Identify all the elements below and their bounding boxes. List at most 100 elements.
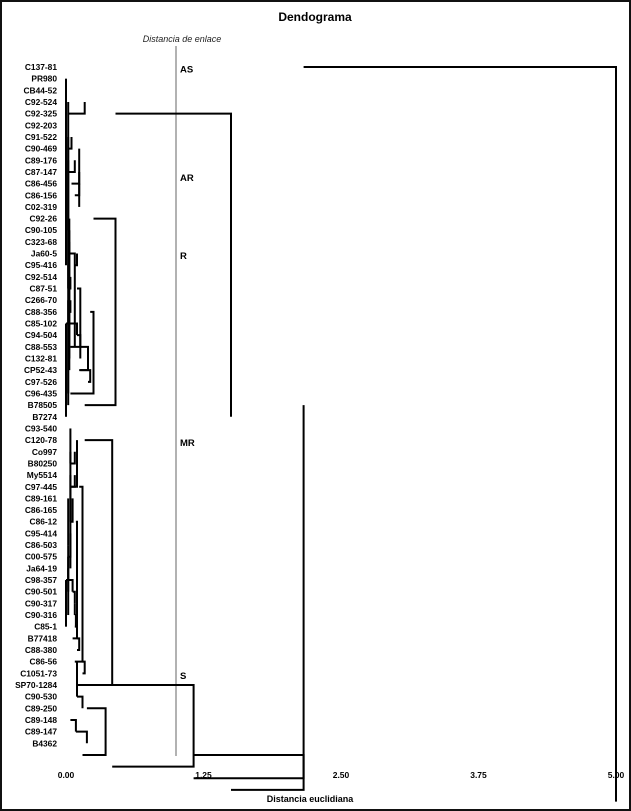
leaf-label: B77418	[28, 633, 58, 643]
group-label: MR	[180, 438, 195, 449]
dendrogram-link-7	[68, 136, 73, 150]
x-tick-label: 5.00	[608, 770, 625, 780]
dendrogram-link-58	[75, 730, 88, 744]
dendrogram-link-53	[77, 439, 114, 686]
dendrogram-link-46	[72, 590, 76, 604]
leaf-label: CP52-43	[24, 365, 57, 375]
leaf-label: C90-316	[25, 610, 57, 620]
dendrogram-link-28	[70, 310, 95, 395]
leaf-label: C87-51	[30, 284, 58, 294]
leaf-labels: C137-81PR980CB44-52C92-524C92-325C92-203…	[15, 62, 57, 748]
dendrogram-link-21	[68, 300, 72, 313]
leaf-label: C91-522	[25, 132, 57, 142]
leaf-label: C97-445	[25, 482, 57, 492]
dendrogram-link-50	[77, 637, 81, 651]
leaf-label: C88-356	[25, 307, 57, 317]
leaf-label: C93-540	[25, 423, 57, 433]
reference-line-label: Distancia de enlace	[143, 34, 222, 44]
leaf-label: C89-250	[25, 703, 57, 713]
leaf-label: Ja60-5	[31, 249, 57, 259]
dendrogram-link-55	[77, 695, 84, 709]
leaf-label: C92-524	[25, 97, 57, 107]
dendrogram-link-52	[82, 660, 86, 675]
leaf-label: B7274	[32, 412, 57, 422]
group-label: S	[180, 671, 186, 682]
leaf-label: C86-12	[30, 517, 58, 527]
leaf-label: C88-553	[25, 342, 57, 352]
dendrogram-link-4	[68, 101, 86, 115]
leaf-label: C86-456	[25, 179, 57, 189]
dendrogram-link-26	[80, 345, 89, 372]
chart-title: Dendograma	[278, 10, 352, 24]
leaf-label: C02-319	[25, 202, 57, 212]
leaf-label: SP70-1284	[15, 680, 57, 690]
dendrogram-link-63	[303, 66, 617, 802]
leaf-label: C89-161	[25, 493, 57, 503]
leaf-label: C90-317	[25, 598, 57, 608]
leaf-label: C89-147	[25, 727, 57, 737]
leaf-label: PR980	[31, 74, 57, 84]
leaf-label: C92-325	[25, 109, 57, 119]
leaf-label: C87-147	[25, 167, 57, 177]
leaf-label: CB44-52	[23, 85, 57, 95]
leaf-label: C86-503	[25, 540, 57, 550]
leaf-label: C97-526	[25, 377, 57, 387]
dendrogram-link-27	[79, 369, 92, 383]
link-layer	[65, 66, 617, 802]
leaf-label: C120-78	[25, 435, 57, 445]
leaf-label: C86-156	[25, 190, 57, 200]
group-label: AR	[180, 173, 194, 184]
leaf-label: C00-575	[25, 552, 57, 562]
leaf-label: C137-81	[25, 62, 57, 72]
dendrogram-link-59	[82, 707, 107, 756]
x-tick-label: 3.75	[470, 770, 487, 780]
dendrogram-link-30	[115, 112, 232, 417]
leaf-label: C90-530	[25, 692, 57, 702]
leaf-label: C323-68	[25, 237, 57, 247]
leaf-label: C1051-73	[20, 668, 57, 678]
dendrogram-link-48	[74, 614, 77, 628]
dendrogram-link-24	[70, 287, 82, 348]
dendrogram-link-16	[69, 252, 76, 347]
leaf-label: C95-416	[25, 260, 57, 270]
dendrogram-link-34	[70, 451, 76, 465]
leaf-label: C94-504	[25, 330, 57, 340]
leaf-label: C85-102	[25, 319, 57, 329]
dendrogram-link-39	[70, 498, 74, 523]
dendrogram-link-62	[231, 405, 305, 791]
dendrogram-link-36	[70, 475, 76, 488]
dendrogram-link-45	[66, 579, 74, 592]
leaf-label: C89-148	[25, 715, 57, 725]
leaf-label: Co997	[32, 447, 57, 457]
leaf-label: B78505	[28, 400, 58, 410]
leaf-label: C92-514	[25, 272, 57, 282]
leaf-label: C90-501	[25, 587, 57, 597]
group-label: AS	[180, 65, 193, 76]
x-tick-label: 2.50	[333, 770, 350, 780]
x-axis-label: Distancia euclidiana	[267, 794, 355, 804]
group-labels: AS AR R MR S	[180, 65, 195, 682]
group-label: R	[180, 251, 187, 262]
leaf-label: B4362	[32, 738, 57, 748]
leaf-label: C92-26	[30, 214, 58, 224]
dendrogram-link-57	[70, 718, 77, 732]
leaf-label: C89-176	[25, 155, 57, 165]
leaf-label: C86-56	[30, 657, 58, 667]
leaf-label: My5514	[27, 470, 58, 480]
leaf-label: C90-469	[25, 144, 57, 154]
leaf-label: C88-380	[25, 645, 57, 655]
leaf-label: C92-203	[25, 120, 57, 130]
leaf-label: C90-105	[25, 225, 57, 235]
leaf-label: C85-1	[34, 622, 57, 632]
x-tick-label: 0.00	[58, 770, 75, 780]
leaf-label: C266-70	[25, 295, 57, 305]
dendrogram-link-51	[74, 485, 84, 663]
dendrogram-link-60	[105, 683, 195, 768]
leaf-label: C95-414	[25, 528, 57, 538]
dendrogram-link-9	[68, 160, 76, 173]
dendrogram-link-19	[68, 276, 72, 290]
leaf-label: Ja64-19	[26, 563, 57, 573]
